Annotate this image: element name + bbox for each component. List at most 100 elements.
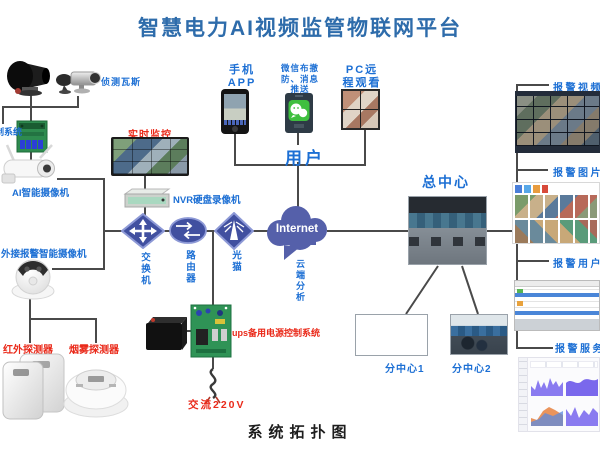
- capture-row: [515, 220, 597, 243]
- nvr-icon: [122, 188, 172, 215]
- battery-icon: [142, 314, 188, 359]
- dome-camera-label: 外接报警智能摄像机: [1, 249, 87, 260]
- connector: [103, 178, 105, 270]
- connector: [52, 268, 105, 270]
- capture-toolbar: [515, 185, 597, 193]
- realtime-monitor-label: 实时监控: [128, 130, 172, 141]
- connector: [250, 230, 271, 232]
- connector: [297, 162, 299, 208]
- sub-center2-label: 分中心2: [452, 364, 492, 375]
- phone-home-button: [232, 126, 238, 132]
- connector: [364, 130, 366, 166]
- smoke-detector-icon: [62, 354, 130, 425]
- alarm-capture-label: 报警图片抓: [553, 168, 600, 179]
- wechat-icon: [285, 93, 313, 133]
- table-body: [515, 287, 599, 319]
- cloud-analysis-label: 云端分析: [295, 259, 305, 303]
- modem-icon: [213, 211, 255, 255]
- connector: [144, 175, 146, 191]
- connector: [2, 106, 4, 124]
- switch-icon: [120, 212, 166, 254]
- main-center-photo: [408, 196, 487, 265]
- connector: [95, 318, 97, 343]
- page-title: 智慧电力AI视频监管物联网平台: [138, 17, 462, 40]
- table-footer: [515, 319, 599, 330]
- alarm-capture-screenshot: [512, 182, 600, 244]
- power-cord-icon: [209, 367, 217, 400]
- sub-center1-photo: [355, 314, 428, 356]
- alarm-user-label: 报警用户管: [553, 259, 600, 270]
- alarm-horn-icon: [6, 58, 54, 101]
- footer-caption: 系统拓扑图: [247, 425, 353, 441]
- gas-camera-icon: [70, 66, 102, 99]
- connector: [516, 260, 549, 262]
- relay-board-icon: [16, 120, 48, 158]
- gas-camera-label: 侦测瓦斯: [101, 77, 142, 87]
- connector: [29, 318, 97, 320]
- connector: [29, 297, 31, 343]
- dashboard-chart: [566, 407, 598, 426]
- phone-screen: [224, 94, 246, 120]
- router-label: 路由器: [184, 250, 195, 285]
- ups-board-icon: [190, 303, 232, 364]
- sub-center1-label: 分中心1: [385, 364, 425, 375]
- connector: [234, 164, 366, 166]
- connector: [57, 178, 105, 180]
- ac-power-label: 交流220V: [188, 399, 246, 411]
- router-icon: [169, 217, 207, 249]
- phone-app-label: 手机 APP: [227, 64, 257, 89]
- ai-camera-label: AI智能摄像机: [12, 188, 70, 199]
- monitor-icon: [111, 137, 189, 176]
- sub-center2-photo: [450, 314, 508, 355]
- connector: [487, 230, 517, 232]
- alarm-service-screenshot: [518, 357, 600, 432]
- dashboard-chart: [531, 378, 563, 396]
- dashboard-stat-cards: [530, 361, 598, 368]
- pc-view-icon: [341, 89, 380, 130]
- connector: [516, 169, 548, 171]
- ai-camera-icon: [0, 144, 60, 191]
- relay-system-label: 制系统: [0, 127, 23, 137]
- connector: [516, 347, 553, 349]
- connector: [30, 94, 32, 124]
- pir-detector-icon: [2, 353, 66, 426]
- ups-label: ups备用电源控制系统: [232, 328, 321, 338]
- alarm-user-screenshot: [514, 280, 600, 331]
- dome-camera-icon: [10, 254, 56, 305]
- gas-sensor-icon: [54, 72, 74, 99]
- alarm-service-label: 报警服务管: [555, 344, 600, 355]
- capture-row: [515, 195, 597, 218]
- connector: [234, 132, 236, 166]
- wechat-label: 微信布撤 防、消息 推送: [280, 63, 319, 94]
- phone-icon: [221, 89, 249, 134]
- status-cell-orange: [517, 301, 523, 306]
- connector: [160, 230, 174, 232]
- alarm-video-label: 报警视频弹: [553, 83, 600, 94]
- monitor-screen: [113, 139, 187, 174]
- connector: [103, 230, 124, 232]
- connector: [203, 230, 219, 232]
- connector: [212, 355, 214, 369]
- connector: [77, 96, 79, 108]
- video-wall-grid: [516, 96, 599, 146]
- dashboard-chart: [566, 379, 598, 396]
- users-group-label: 用户: [285, 149, 325, 168]
- main-center-label: 总中心: [422, 174, 470, 190]
- phone-app-row: [224, 120, 246, 125]
- dashboard-chart: [531, 407, 563, 426]
- connector: [516, 84, 549, 86]
- internet-cloud-icon: Internet: [262, 203, 332, 261]
- pc-view-label: PC远 程观看: [342, 64, 382, 89]
- connector: [212, 231, 214, 307]
- switch-label: 交换机: [139, 252, 150, 287]
- smoke-detector-label: 烟雾探测器: [69, 345, 119, 356]
- connector: [2, 106, 79, 108]
- connector: [144, 207, 146, 217]
- connector: [184, 330, 194, 332]
- connector: [297, 130, 299, 145]
- table-header: [515, 281, 599, 287]
- pir-detector-label: 红外探测器: [3, 345, 53, 356]
- connector: [30, 150, 32, 160]
